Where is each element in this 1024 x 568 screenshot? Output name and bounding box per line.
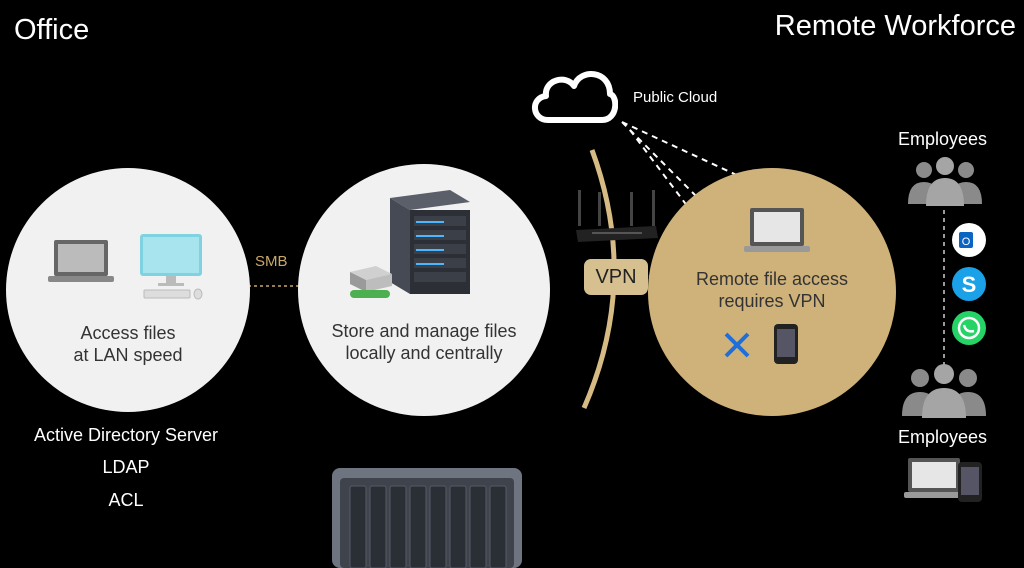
outlook-icon: O: [952, 223, 986, 257]
router-icon: [576, 190, 658, 242]
service-ldap: LDAP: [102, 457, 150, 477]
vpn-badge: VPN: [584, 259, 648, 295]
public-cloud-icon: [532, 71, 618, 123]
whatsapp-icon: [952, 311, 986, 345]
office-title: Office: [14, 14, 90, 46]
svg-text:S: S: [962, 272, 977, 297]
remote-workforce-title: Remote Workforce: [774, 10, 1016, 42]
skype-icon: S: [952, 267, 986, 301]
service-acl: ACL: [108, 490, 144, 510]
nas-device-icon: [332, 468, 522, 568]
office-caption-line2: at LAN speed: [73, 345, 183, 365]
blocked-x-icon: [724, 332, 750, 358]
remote-caption-line2: requires VPN: [718, 291, 826, 311]
server-caption-line2: locally and centrally: [345, 343, 503, 363]
server-rack-icon: [390, 190, 470, 294]
service-active-directory: Active Directory Server: [33, 425, 219, 445]
employees-group-icon: [908, 157, 982, 206]
svg-text:O: O: [962, 236, 971, 248]
cloud-link-line-2: [621, 121, 701, 201]
server-circle: Store and manage files locally and centr…: [298, 164, 550, 416]
employees-group-icon-bottom: [902, 364, 986, 418]
smb-label: SMB: [255, 253, 288, 270]
remote-caption-line1: Remote file access: [695, 269, 849, 289]
remote-laptop-icon: [744, 208, 810, 252]
server-caption-line1: Store and manage files: [331, 321, 517, 341]
employees-label-bottom: Employees: [898, 427, 988, 447]
laptop-icon: [48, 240, 114, 282]
office-circle: Access files at LAN speed: [6, 168, 250, 412]
desktop-computer-icon: [140, 234, 203, 300]
remote-access-circle: Remote file access requires VPN: [648, 168, 896, 416]
devices-icon: [904, 458, 982, 502]
office-caption-line1: Access files: [80, 323, 176, 343]
smartphone-icon: [774, 324, 798, 364]
employees-label-top: Employees: [898, 129, 988, 149]
hard-drive-icon: [350, 266, 392, 298]
public-cloud-label: Public Cloud: [633, 89, 718, 106]
